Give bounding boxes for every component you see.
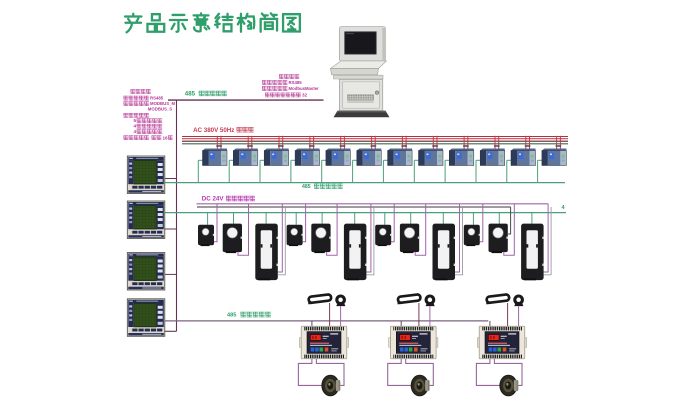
svg-text:MODBUS_S: MODBUS_S: [148, 107, 172, 112]
svg-text:4: 4: [134, 124, 137, 129]
svg-text:RS485: RS485: [289, 80, 303, 85]
svg-text:485: 485: [185, 91, 196, 98]
svg-text:MODBUS_M: MODBUS_M: [150, 101, 175, 106]
svg-text:4: 4: [134, 129, 137, 134]
svg-text:16: 16: [163, 135, 169, 140]
svg-text:AC 380V 50Hz: AC 380V 50Hz: [193, 127, 234, 134]
svg-text:ModbusMaster: ModbusMaster: [289, 86, 320, 91]
svg-text:DC 24V: DC 24V: [202, 196, 225, 203]
svg-text:485: 485: [302, 184, 311, 190]
svg-text:4: 4: [562, 205, 566, 211]
svg-text:32: 32: [302, 93, 308, 98]
svg-text:5: 5: [134, 118, 137, 123]
svg-text:RS485: RS485: [150, 96, 164, 101]
svg-text:485: 485: [227, 312, 236, 318]
